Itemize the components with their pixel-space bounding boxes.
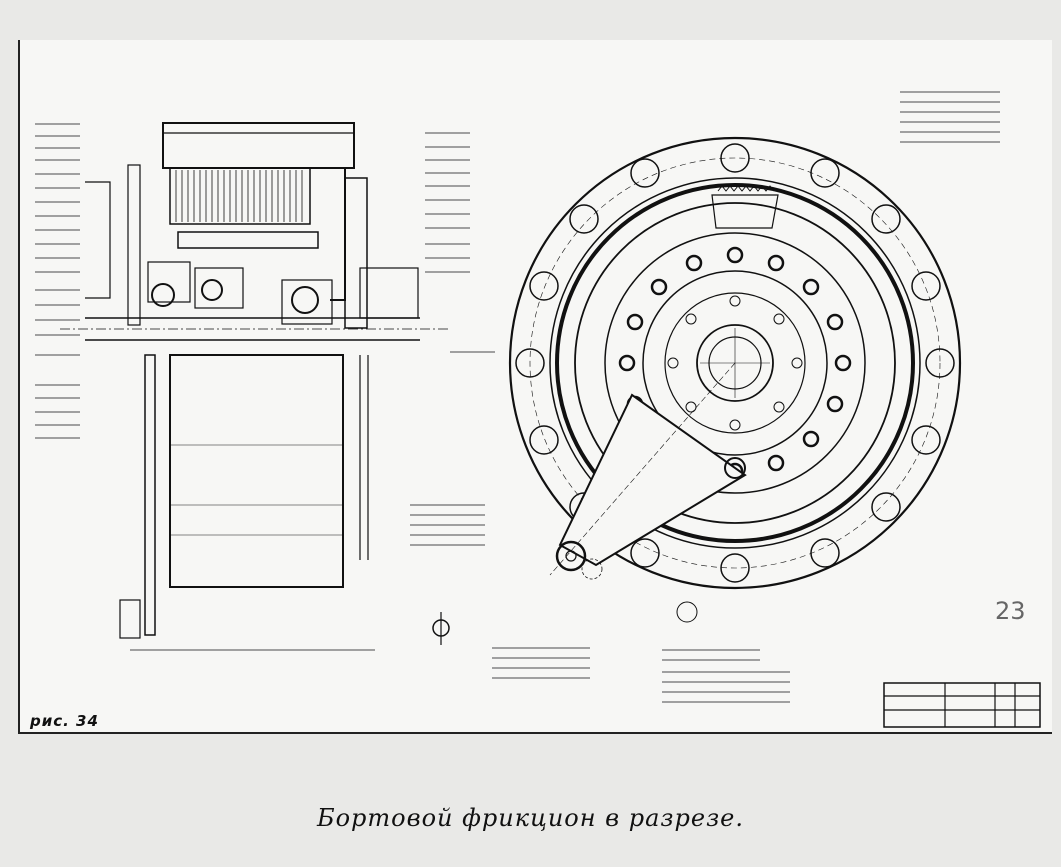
- title-block: [883, 682, 1041, 728]
- end-view: [508, 136, 962, 623]
- sheet-number: 23: [995, 597, 1026, 625]
- drawing-caption: Бортовой фрикцион в разрезе.: [316, 804, 745, 832]
- section-detail: [432, 612, 450, 645]
- note-leaders: [410, 91, 1000, 703]
- figure-label: рис. 34: [30, 712, 99, 730]
- drawing-sheet: [18, 40, 1052, 734]
- cross-section-view: [35, 122, 495, 651]
